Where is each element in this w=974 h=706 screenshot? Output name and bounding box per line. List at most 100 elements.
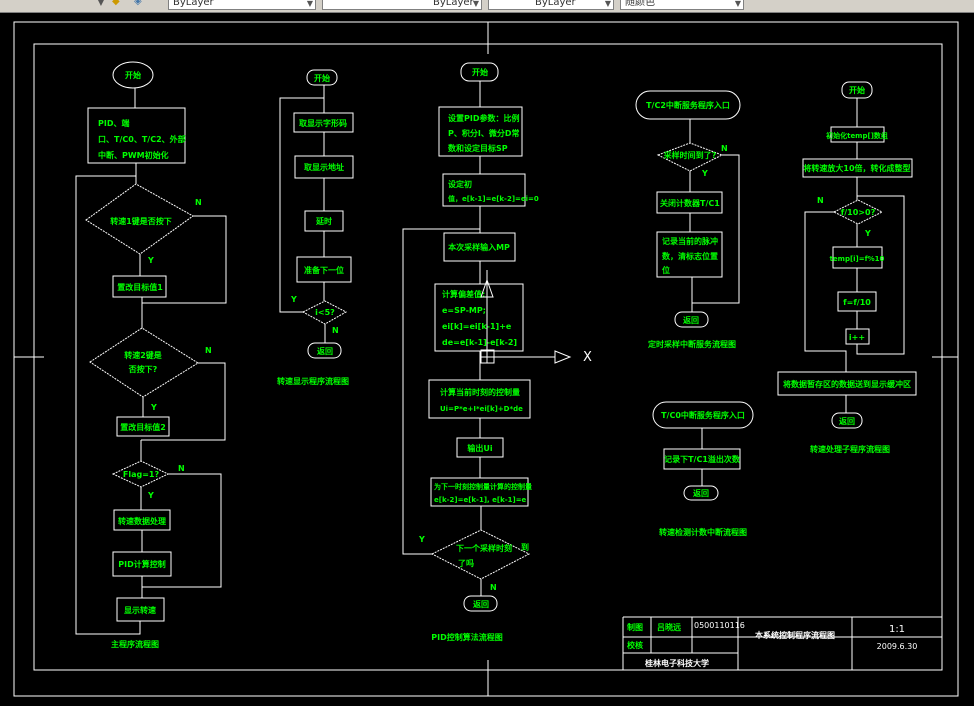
tc2-s2-line2: 数，清标志位置 (662, 251, 718, 261)
disp-s3-label: 延时 (315, 216, 332, 226)
dropdown-arrow[interactable]: ▼ (97, 0, 104, 7)
disp-s1-label: 取显示字形码 (299, 118, 347, 128)
disp-s3-box[interactable] (304, 210, 344, 232)
layer-stack-icon[interactable]: ◈ (134, 0, 142, 7)
tc2-s1-box[interactable] (656, 191, 723, 214)
tc2-dec-yes: Y (701, 169, 708, 178)
layer-combo[interactable]: ByLayer▼ (168, 0, 316, 10)
main-dec3-yes: Y (147, 491, 154, 500)
speed-dec-yes: Y (864, 229, 871, 238)
drawing-date: 2009.6.30 (877, 642, 918, 651)
disp-start-label: 开始 (314, 73, 330, 83)
speed-s6-box[interactable] (777, 371, 917, 396)
tc0-s1-label: 记录下T/C1溢出次数 (664, 454, 741, 464)
speed-s1-label: 初始化temp[]数组 (826, 131, 888, 140)
layer-state-icon[interactable]: ◆ (112, 0, 120, 7)
speed-s5-box[interactable] (845, 328, 870, 345)
ucs-crosshair-icon (480, 270, 572, 364)
tc2-flowchart: T/C2中断服务程序入口 采样时间到了? N Y 关闭计数器T/C1 记录当前的… (635, 90, 741, 349)
drawing-canvas[interactable]: 开始 PID、端 口、T/C0、T/C2、外部 中断、PWM初始化 转速1键是否… (0, 13, 974, 706)
pid-s2-line1: 设定初 (448, 179, 472, 189)
disp-s1-box[interactable] (293, 112, 354, 133)
tc2-dec-label: 采样时间到了? (663, 150, 717, 160)
lineweight-combo[interactable]: ByLayer▼ (488, 0, 614, 10)
student-id: 0500110116 (694, 621, 745, 630)
main-set2-label: 置改目标值2 (120, 422, 166, 432)
main-set1-label: 置改目标值1 (117, 282, 163, 292)
speed-flowchart: 开始 初始化temp[]数组 将转速放大10倍，转化成整型 f/10>0? N … (777, 81, 917, 454)
linetype-combo[interactable]: ByLayer▼ (322, 0, 482, 10)
speed-s3-label: temp[i]=f%10 (830, 255, 885, 263)
drawing-title: 本系统控制程序流程图 (754, 630, 835, 640)
main-start-terminal[interactable] (112, 61, 154, 89)
main-proc-label: 转速数据处理 (118, 516, 166, 526)
main-dec2-yes: Y (150, 403, 157, 412)
tc0-entry-terminal[interactable] (652, 401, 754, 429)
tc2-entry-terminal[interactable] (635, 90, 741, 120)
pid-decision[interactable] (430, 529, 531, 580)
speed-s4-box[interactable] (837, 291, 877, 312)
disp-return-terminal[interactable] (307, 342, 342, 359)
disp-s4-box[interactable] (296, 256, 352, 283)
speed-return-terminal[interactable] (831, 412, 863, 429)
disp-s2-box[interactable] (294, 155, 354, 179)
main-show-label: 显示转速 (124, 605, 156, 615)
pid-s5-box[interactable] (428, 379, 531, 419)
main-dec2-line2: 否按下? (128, 364, 158, 374)
tc0-caption: 转速检测计数中断流程图 (659, 527, 747, 537)
main-decision-key2[interactable] (89, 327, 199, 398)
pid-start-label: 开始 (472, 67, 488, 77)
main-init-line2: 口、T/C0、T/C2、外部 (98, 134, 186, 144)
disp-dec-yes: Y (290, 295, 297, 304)
color-combo[interactable]: 随颜色▼ (620, 0, 744, 10)
school-name: 桂林电子科技大学 (644, 658, 709, 668)
pid-s4-box[interactable] (434, 283, 524, 352)
speed-s5-label: i++ (849, 333, 865, 342)
speed-s2-box[interactable] (802, 158, 913, 178)
pid-s4-line3: ei[k]=ei[k-1]+e (442, 322, 512, 331)
disp-start-terminal[interactable] (306, 69, 338, 86)
tc2-entry-label: T/C2中断服务程序入口 (646, 100, 730, 110)
pid-s5-line2: Ui=P*e+I*ei[k]+D*de (440, 405, 523, 413)
speed-s2-label: 将转速放大10倍，转化成整型 (803, 163, 910, 173)
pid-s2-box[interactable] (442, 173, 526, 207)
speed-s1-box[interactable] (830, 126, 885, 143)
tc0-return-label: 返回 (693, 488, 709, 498)
speed-s6-label: 将数据暂存区的数据送到显示缓冲区 (783, 379, 911, 389)
speed-caption: 转速处理子程序流程图 (810, 444, 890, 454)
pid-s7-line2: e[k-2]=e[k-1], e[k-1]=e (434, 496, 527, 504)
linetype-combo-value: ByLayer (433, 0, 474, 8)
main-dec3-label: Flag=1? (123, 470, 160, 479)
speed-s4-label: f=f/10 (843, 298, 871, 307)
pid-s5-line1: 计算当前时刻的控制量 (440, 387, 520, 397)
tc2-return-label: 返回 (683, 315, 699, 325)
pid-s7-box[interactable] (430, 477, 529, 507)
pid-s6-label: 输出Ui (467, 443, 492, 453)
pid-dec-line3: 了吗 (458, 559, 474, 568)
pid-s4-line2: e=SP-MP; (442, 306, 486, 315)
speed-s3-box[interactable] (832, 246, 883, 269)
disp-dec-label: i<5? (315, 308, 335, 317)
tc0-s1-box[interactable] (663, 448, 741, 470)
main-set1-box[interactable] (112, 275, 167, 298)
tc2-decision[interactable] (656, 142, 724, 172)
pid-s1-box[interactable] (438, 106, 523, 157)
ucs-x-label: X (583, 350, 592, 365)
pid-s1-line2: P、积分I、微分D常 (448, 128, 519, 138)
pid-s6-box[interactable] (456, 437, 504, 458)
pid-return-terminal[interactable] (463, 595, 498, 612)
disp-decision[interactable] (301, 300, 348, 325)
main-init-line1: PID、端 (98, 118, 129, 128)
speed-start-label: 开始 (849, 85, 865, 95)
main-set2-box[interactable] (116, 416, 170, 437)
pid-dec-line2: 到 (521, 542, 529, 552)
tc2-s2-box[interactable] (656, 231, 723, 278)
tc2-s2-line3: 位 (662, 265, 670, 275)
tc0-return-terminal[interactable] (683, 485, 719, 501)
color-combo-value: 随颜色 (625, 0, 655, 8)
pid-dec-no: N (490, 583, 497, 592)
pid-caption: PID控制算法流程图 (431, 632, 502, 642)
pid-s3-box[interactable] (443, 232, 516, 262)
tc2-return-terminal[interactable] (674, 311, 709, 328)
pid-s1-line1: 设置PID参数：比例 (448, 113, 519, 123)
